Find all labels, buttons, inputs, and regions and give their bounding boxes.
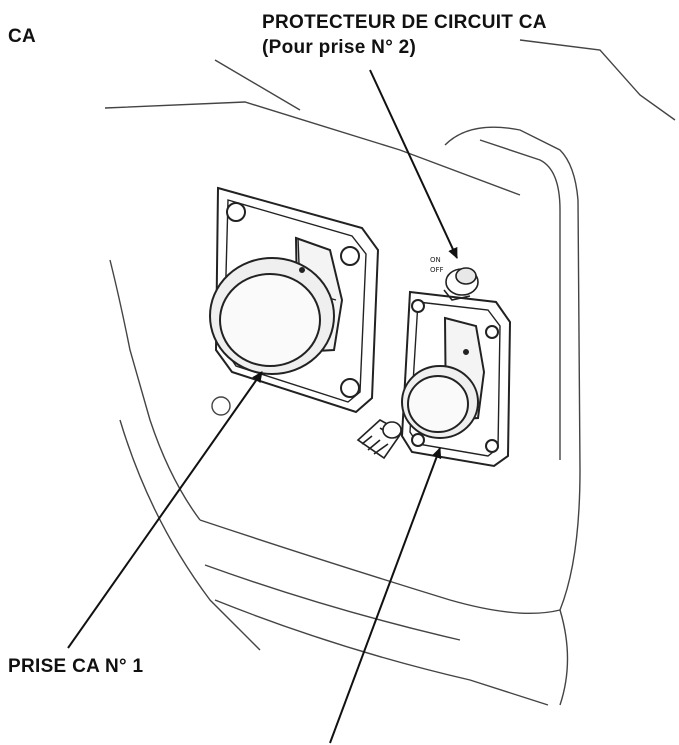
- circuit-protector-drawing: ON OFF: [430, 256, 479, 301]
- arrow-to-outlet-2: [329, 447, 442, 744]
- panel-hole: [211, 396, 231, 416]
- outlet-1-drawing: [209, 186, 380, 414]
- svg-text:OFF: OFF: [430, 266, 444, 274]
- svg-text:ON: ON: [430, 256, 441, 264]
- leader-arrows: [67, 69, 458, 744]
- arrow-to-outlet-1: [67, 371, 263, 649]
- ground-terminal-drawing: [356, 419, 404, 460]
- outlet-1-label: PRISE CA N° 1: [8, 656, 144, 677]
- outlet-2-drawing: [400, 290, 512, 468]
- arrow-to-protector: [369, 69, 458, 259]
- ca-label: CA: [8, 26, 37, 47]
- protector-sublabel: (Pour prise N° 2): [262, 37, 417, 58]
- housing-outline: [104, 39, 676, 706]
- protector-label: PROTECTEUR DE CIRCUIT CA: [262, 12, 547, 33]
